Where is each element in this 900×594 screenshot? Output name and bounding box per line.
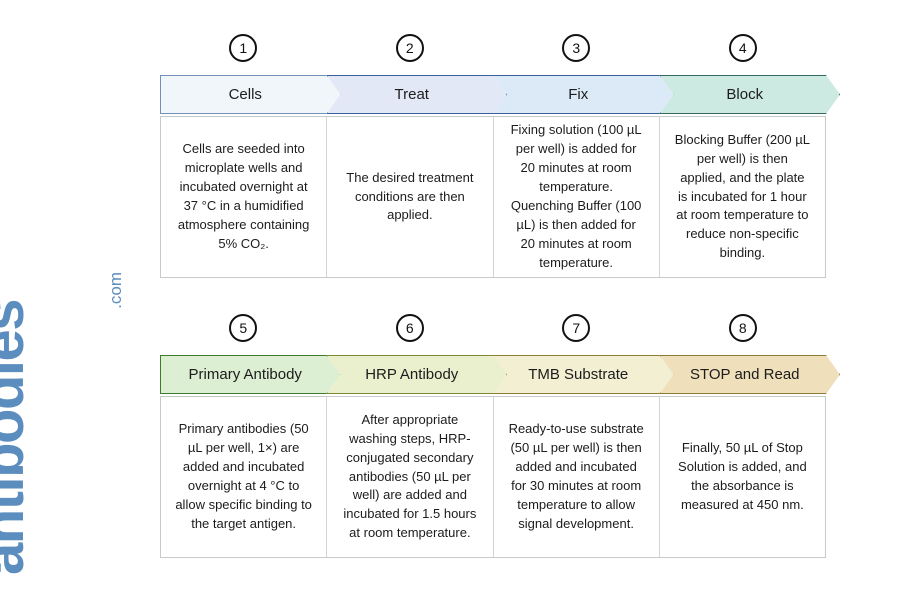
step-number-4: 4 bbox=[728, 34, 757, 62]
step-number-6: 6 bbox=[395, 314, 424, 342]
chevron-step-8[interactable]: STOP and Read bbox=[660, 355, 841, 394]
body-strip-1: Cells are seeded into microplate wells a… bbox=[160, 116, 826, 278]
chevron-label-5: Primary Antibody bbox=[188, 366, 302, 383]
chevron-step-7[interactable]: TMB Substrate bbox=[493, 355, 674, 394]
step-number-track-2: 5 6 7 8 bbox=[160, 314, 826, 355]
chevron-label-4: Block bbox=[726, 86, 764, 103]
chevron-label-3: Fix bbox=[568, 86, 589, 103]
step-description-8: Finally, 50 µL of Stop Solution is added… bbox=[678, 440, 807, 512]
chevron-step-6[interactable]: HRP Antibody bbox=[327, 355, 508, 394]
step-number-7: 7 bbox=[562, 314, 591, 342]
step-description-2: The desired treatment conditions are the… bbox=[327, 117, 494, 277]
flow-row-1: 1 2 3 4 Cells Treat Fix Block Cells are seeded… bbox=[160, 34, 842, 278]
step-description-1: Cells are seeded into microplate wells a… bbox=[161, 117, 328, 277]
step-description-5: Primary antibodies (50 µL per well, 1×) … bbox=[161, 397, 328, 557]
chevron-strip-2: Primary Antibody HRP Antibody TMB Substrat… bbox=[160, 355, 842, 396]
brand-column: Cell Based ELISA Kits Quick Protocol ant… bbox=[0, 0, 150, 594]
step-number-8: 8 bbox=[728, 314, 757, 342]
chevron-step-3[interactable]: Fix bbox=[493, 75, 674, 114]
logo-tld: .com bbox=[106, 272, 125, 309]
chevron-label-7: TMB Substrate bbox=[528, 366, 629, 383]
chevron-label-1: Cells bbox=[228, 86, 262, 103]
chevron-step-5[interactable]: Primary Antibody bbox=[160, 355, 341, 394]
step-description-6: After appropriate washing steps, HRP-con… bbox=[327, 397, 494, 557]
chevron-step-2[interactable]: Treat bbox=[327, 75, 508, 114]
chevron-label-6: HRP Antibody bbox=[365, 366, 459, 383]
step-number-2: 2 bbox=[395, 34, 424, 62]
step-description-7: Ready-to-use substrate (50 µL per well) … bbox=[494, 397, 660, 557]
step-description-4: Blocking Buffer (200 µL per well) is the… bbox=[674, 131, 810, 261]
chevron-label-8: STOP and Read bbox=[689, 366, 800, 383]
step-number-1: 1 bbox=[229, 34, 258, 62]
step-number-3: 3 bbox=[562, 34, 591, 62]
step-number-track-1: 1 2 3 4 bbox=[160, 34, 826, 75]
body-strip-2: Primary antibodies (50 µL per well, 1×) … bbox=[160, 396, 826, 558]
chevron-step-4[interactable]: Block bbox=[660, 75, 841, 114]
flow-row-2: 5 6 7 8 Primary Antibody HRP Antibody TMB Sub… bbox=[160, 314, 842, 558]
chevron-label-2: Treat bbox=[394, 86, 429, 103]
chevron-strip-1: Cells Treat Fix Block bbox=[160, 75, 842, 116]
step-number-5: 5 bbox=[229, 314, 258, 342]
step-description-3: Fixing solution (100 µL per well) is add… bbox=[494, 117, 660, 277]
chevron-step-1[interactable]: Cells bbox=[160, 75, 341, 114]
